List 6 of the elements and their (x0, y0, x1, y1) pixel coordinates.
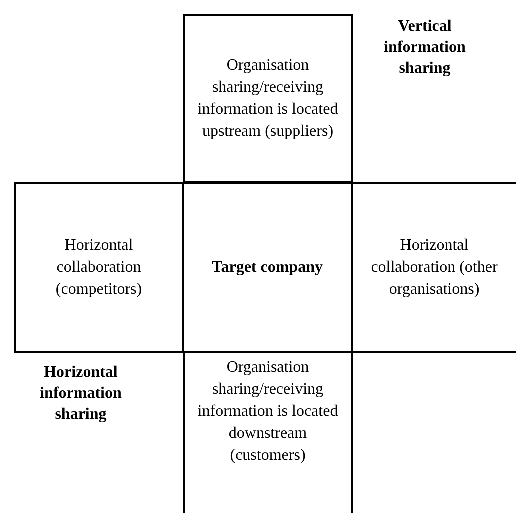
axis-label: Horizontal information sharing (39, 363, 123, 425)
competitors-cell: Horizontal collaboration (competitors) (14, 182, 184, 353)
other-organisations-cell: Horizontal collaboration (other organisations) (351, 182, 516, 353)
axis-label: Vertical information sharing (383, 17, 467, 79)
downstream-cell: Organisation sharing/receiving information is located downstream (customers) (183, 351, 353, 513)
upstream-cell: Organisation sharing/receiving information is located upstream (suppliers) (183, 14, 353, 183)
